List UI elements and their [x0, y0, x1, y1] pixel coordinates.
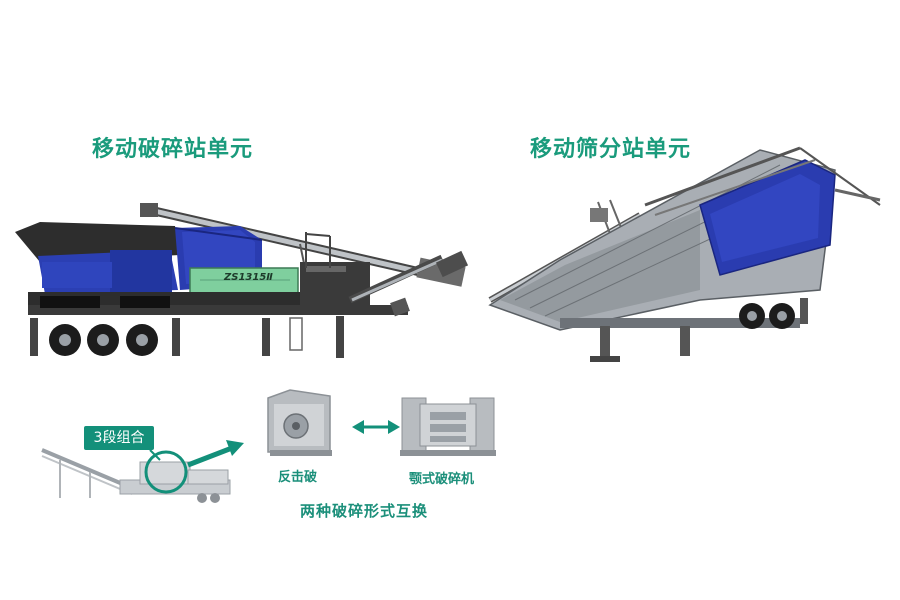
screen-blue-box [699, 159, 836, 276]
arrow-right-icon [187, 440, 244, 468]
crusher-side-conveyor [348, 250, 469, 317]
highlight-circle [144, 450, 188, 494]
screening-unit-title: 移动筛分站单元 [530, 137, 692, 162]
interchange-label: 两种破碎形式互换 [300, 502, 429, 520]
screen-chassis [560, 298, 808, 362]
double-arrow-icon [352, 420, 400, 434]
screen-top-rails [590, 146, 881, 222]
machine-model-plate: ZS1315Ⅱ [224, 272, 273, 283]
impact-crusher-icon [267, 389, 332, 456]
crusher-support-legs [30, 316, 344, 358]
crushing-unit-title: 移动破碎站单元 [92, 137, 254, 162]
stage-combination-badge: 3段组合 [84, 426, 154, 450]
jaw-crusher-label: 颚式破碎机 [409, 472, 475, 487]
crusher-wheels [49, 324, 158, 356]
crusher-feed-hopper [15, 222, 180, 294]
mobile-crushing-station-illustration [15, 203, 469, 358]
three-stage-diagram [41, 440, 244, 503]
mobile-screening-station-illustration [488, 146, 881, 362]
jaw-crusher-icon [400, 397, 496, 456]
impact-crusher-label: 反击破 [278, 470, 318, 485]
